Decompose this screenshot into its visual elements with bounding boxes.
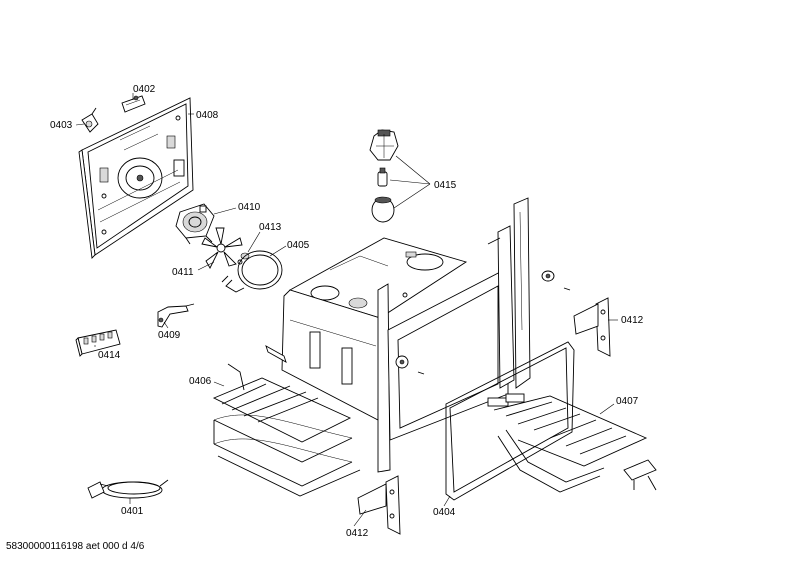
part-label-0406: 0406 — [189, 376, 212, 387]
part-label-0404: 0404 — [433, 507, 456, 518]
lamp-cover-part — [369, 129, 399, 161]
part-label-0412-top: 0412 — [621, 315, 644, 326]
oven-cavity-part — [281, 197, 531, 473]
part-label-0409: 0409 — [158, 330, 181, 341]
connector-part — [121, 95, 146, 113]
mounting-bracket-part — [573, 297, 611, 357]
sensor-bracket-part — [157, 303, 195, 328]
door-gasket-part — [445, 341, 575, 501]
part-label-0407: 0407 — [616, 396, 639, 407]
drawing-reference-number: 58300000116198 aet 000 d 4/6 — [6, 541, 145, 552]
fan-motor-part — [175, 203, 215, 245]
part-label-0410: 0410 — [238, 202, 261, 213]
power-cable-part — [87, 479, 169, 499]
lamp-bulb-part — [377, 167, 388, 187]
small-bracket-part — [623, 459, 657, 491]
knob-part — [541, 270, 571, 291]
lamp-glass-part — [371, 196, 395, 223]
part-label-0402: 0402 — [133, 84, 156, 95]
part-label-0414: 0414 — [98, 350, 121, 361]
part-label-0411: 0411 — [172, 267, 194, 278]
lamp-socket-part — [81, 107, 99, 133]
mounting-bracket-part — [357, 475, 401, 535]
leader-lines — [75, 93, 618, 527]
part-label-0408: 0408 — [196, 110, 219, 121]
ring-heater-part — [221, 250, 283, 293]
part-label-0413: 0413 — [259, 222, 282, 233]
fan-blade-part — [201, 227, 243, 269]
part-label-0401: 0401 — [121, 506, 144, 517]
part-label-0415: 0415 — [434, 180, 457, 191]
grill-element-part — [487, 393, 648, 493]
part-label-0403: 0403 — [50, 120, 73, 131]
part-label-0405: 0405 — [287, 240, 310, 251]
part-label-0412-bottom: 0412 — [346, 528, 369, 539]
back-panel-part — [78, 97, 194, 259]
terminal-block-part — [75, 329, 121, 357]
knob-part — [395, 355, 425, 375]
bottom-heater-part — [212, 345, 361, 497]
part-labels: 0402 0403 0408 0415 0410 0413 0405 0411 … — [50, 84, 644, 539]
